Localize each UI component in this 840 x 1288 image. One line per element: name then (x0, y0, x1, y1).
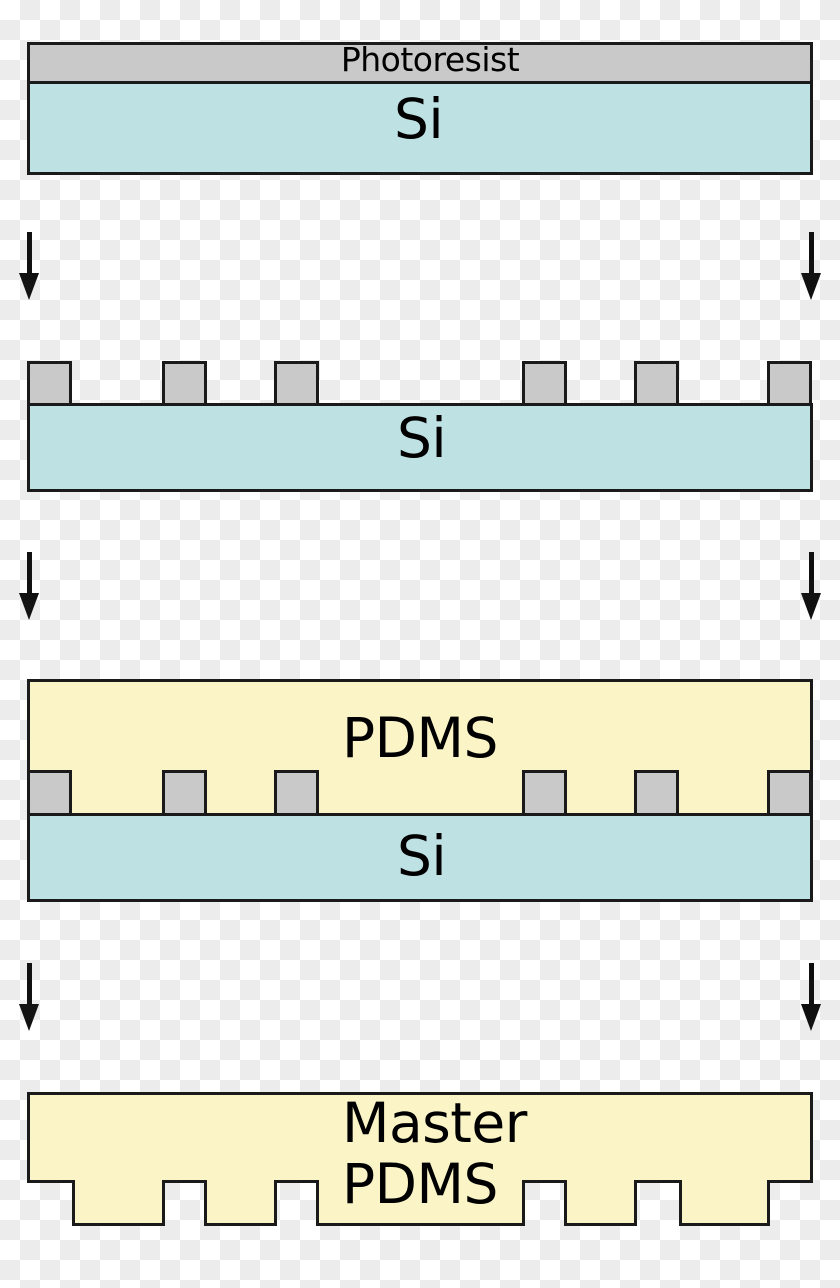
arrow-shaft (26, 552, 32, 593)
arrow-shaft (808, 963, 814, 1004)
down-arrow-icon (19, 232, 39, 300)
pdms-label: PDMS (342, 706, 498, 770)
si-substrate-step1 (27, 81, 813, 175)
arrow-head (801, 1004, 821, 1031)
arrow-head (19, 1004, 39, 1031)
arrow-head (801, 273, 821, 300)
master-pdms-label-line2: PDMS (342, 1152, 498, 1216)
si-substrate-step2 (27, 403, 813, 492)
si-label-step3: Si (397, 824, 447, 888)
down-arrow-icon (19, 963, 39, 1031)
photoresist-block (767, 361, 812, 406)
master-pdms-label-line1: Master (342, 1091, 527, 1155)
arrow-shaft (808, 232, 814, 273)
photoresist-block (162, 361, 207, 406)
pdms-layer (27, 679, 813, 816)
arrow-head (19, 273, 39, 300)
arrow-shaft (26, 232, 32, 273)
photoresist-block (274, 770, 319, 816)
photoresist-block (522, 770, 567, 816)
photoresist-block (767, 770, 812, 816)
down-arrow-icon (801, 232, 821, 300)
photoresist-block (27, 361, 72, 406)
arrow-shaft (26, 963, 32, 1004)
photoresist-block (162, 770, 207, 816)
si-label-step2: Si (397, 406, 447, 470)
master-pdms-shape (27, 1092, 813, 1226)
photoresist-block (27, 770, 72, 816)
arrow-shaft (808, 552, 814, 593)
master-pdms-outline (27, 1092, 813, 1226)
down-arrow-icon (19, 552, 39, 620)
photoresist-block (634, 361, 679, 406)
down-arrow-icon (801, 552, 821, 620)
photoresist-block (634, 770, 679, 816)
arrow-head (801, 593, 821, 620)
photoresist-block (522, 361, 567, 406)
photoresist-label: Photoresist (340, 40, 520, 79)
si-label-step1: Si (394, 87, 444, 151)
down-arrow-icon (801, 963, 821, 1031)
si-substrate-step3 (27, 813, 813, 902)
arrow-head (19, 593, 39, 620)
photoresist-block (274, 361, 319, 406)
